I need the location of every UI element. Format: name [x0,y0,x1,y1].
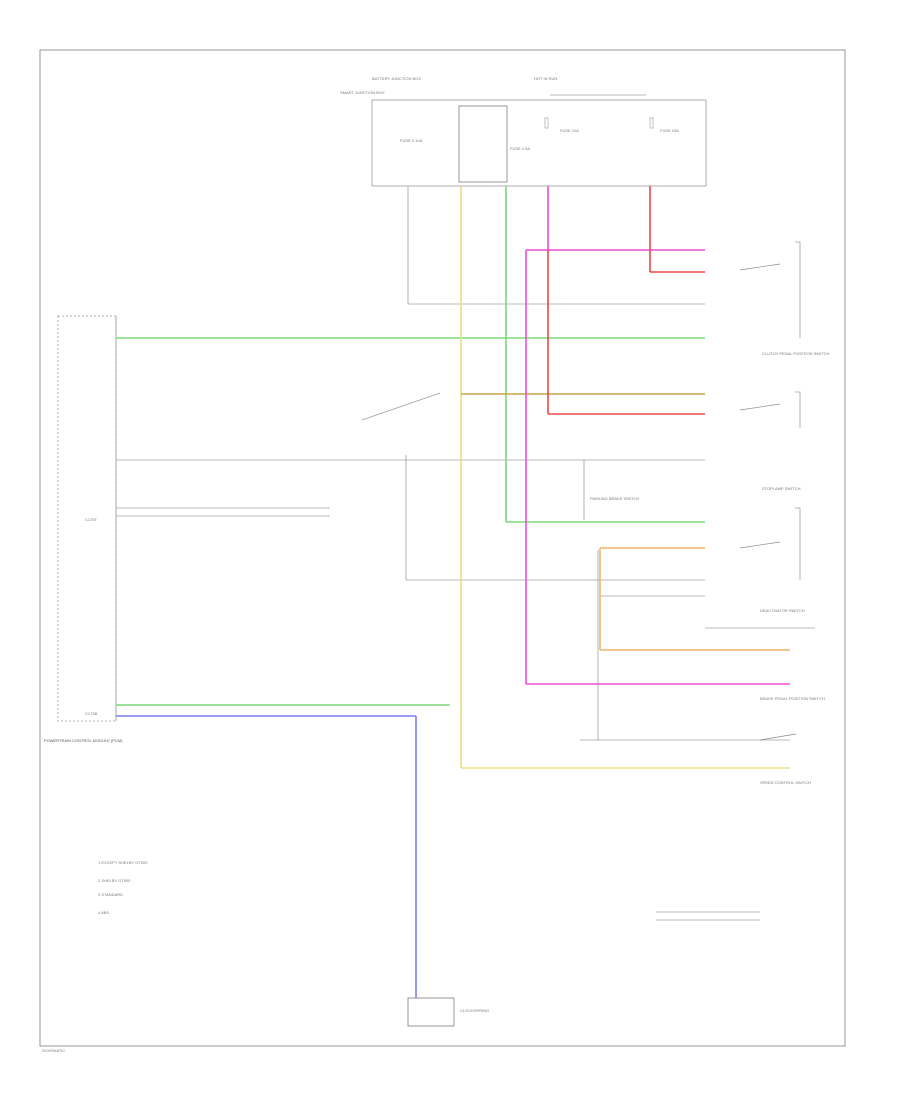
fuse-label-3: FUSE 10A [560,128,579,133]
orange-wires [599,547,790,651]
note-3: 3 STANDARD [98,892,123,897]
pink-wires [525,186,790,685]
fuse-box: BATTERY JUNCTION BOX SMART JUNCTION BOX … [340,76,707,187]
fuse-label-4: FUSE 15A [660,128,679,133]
blue-wire [116,715,417,998]
yellow-wire [460,186,790,769]
fuse-box-title: BATTERY JUNCTION BOX [372,76,421,81]
footer-code: SCHEMATIC [42,1048,65,1053]
note-2: 2 SHELBY GT500 [98,878,131,883]
pcm-module-name: POWERTRAIN CONTROL MODULE (PCM) [44,738,123,743]
fuse-box-side-label: SMART JUNCTION BOX [340,90,385,95]
note-4: 4 ABS [98,910,109,915]
note-1: 1 EXCEPT SHELBY GT500 [98,860,148,865]
switch-boxes: CLUTCH PEDAL POSITION SWITCH STOPLAMP SW… [590,241,830,785]
clockspring: CLOCKSPRING [407,997,489,1027]
pcm-side-label-1: C175B [85,711,98,716]
pcm-module: POWERTRAIN CONTROL MODULE (PCM) C175B C1… [44,315,123,743]
switch-label-1: CLUTCH PEDAL POSITION SWITCH [762,351,830,356]
switch-label-4: PARKING BRAKE SWITCH [590,496,639,501]
switch-label-6: SPEED CONTROL SWITCH [760,780,811,785]
pcm-side-label-2: C175T [85,517,98,522]
green-wires [116,186,705,706]
fuse-label-1: FUSE 3 10A [400,138,423,143]
switch-label-5: BRAKE PEDAL POSITION SWITCH [760,696,825,701]
gray-wires [116,186,815,921]
switch-label-2: STOPLAMP SWITCH [762,486,801,491]
red-wires [547,186,705,415]
page-border [39,49,846,1047]
fuse-box-right-label: HOT IN RUN [534,76,557,81]
fuse-label-2: FUSE 4 5A [510,146,530,151]
notes-legend: 1 EXCEPT SHELBY GT500 2 SHELBY GT500 3 S… [98,860,148,915]
switch-label-3: DEACTIVATOR SWITCH [760,608,805,613]
clockspring-label: CLOCKSPRING [460,1008,489,1013]
